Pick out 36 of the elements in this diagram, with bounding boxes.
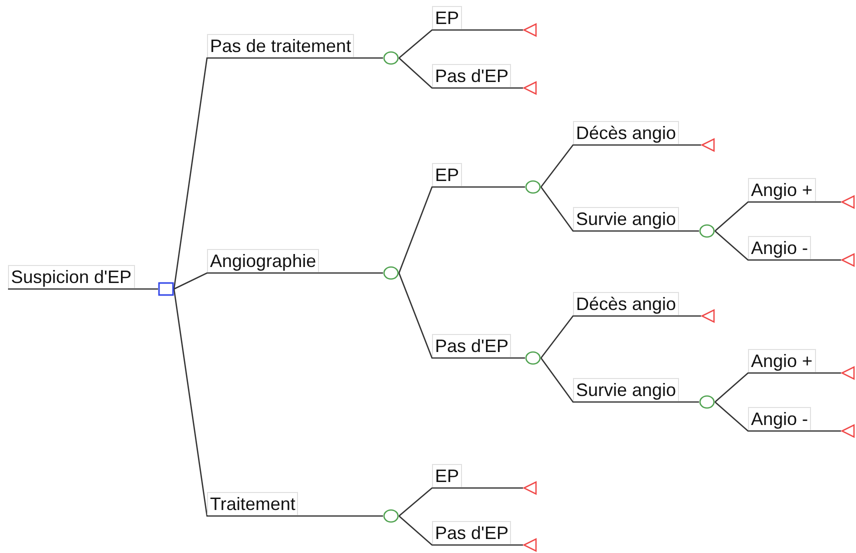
branch-line: [398, 516, 523, 546]
branch-line: [173, 57, 383, 290]
branch-line: [398, 272, 525, 359]
branch-line: [540, 186, 699, 232]
branch-line: [174, 272, 383, 290]
branch-line: [398, 487, 523, 516]
branch-label: Pas d'EP: [432, 521, 512, 544]
branch-label: Survie angio: [573, 207, 680, 230]
branch-label: Angio +: [748, 178, 816, 201]
branch-label: EP: [432, 464, 462, 487]
branch-line: [398, 58, 523, 89]
branch-label: Décès angio: [573, 292, 680, 315]
branch-line: [398, 29, 523, 58]
branch-label: Pas de traitement: [207, 34, 354, 57]
branch-label: Traitement: [207, 492, 298, 515]
branch-line: [398, 186, 525, 274]
branch-line: [540, 315, 701, 358]
branch-line: [714, 201, 841, 232]
branch-line: [714, 230, 841, 261]
branch-line: [714, 372, 841, 402]
branch-label: Angiographie: [207, 249, 320, 272]
branch-label: Pas d'EP: [432, 64, 512, 87]
branch-label: Pas d'EP: [432, 334, 512, 357]
branch-label: Angio -: [748, 236, 812, 259]
branch-label: Angio +: [748, 349, 816, 372]
branch-line: [540, 358, 699, 403]
branch-label: Angio -: [748, 407, 812, 430]
branch-label: EP: [432, 163, 462, 186]
branch-line: [173, 288, 383, 517]
branch-label: EP: [432, 6, 462, 29]
branch-label: Suspicion d'EP: [8, 265, 135, 288]
branch-line: [714, 402, 841, 432]
branch-line: [8, 288, 158, 290]
branch-line: [540, 144, 701, 188]
branch-label: Décès angio: [573, 121, 680, 144]
branch-label: Survie angio: [573, 378, 680, 401]
